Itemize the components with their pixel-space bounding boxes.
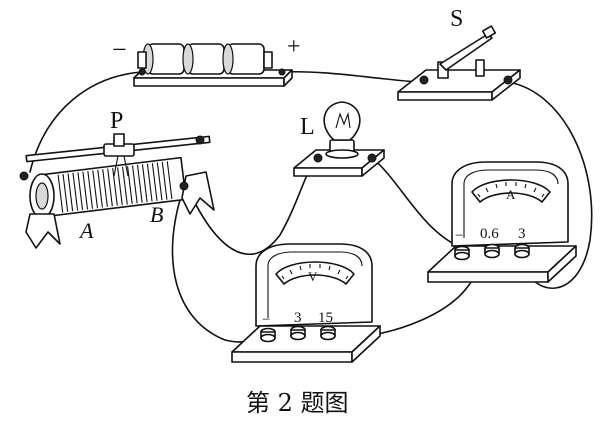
ammeter-terminal-0.6-label: 0.6	[480, 226, 499, 242]
wire-bulb-to-ammeter	[371, 157, 463, 249]
voltmeter-terminal	[290, 325, 306, 341]
voltmeter-dial-symbol: V	[308, 269, 318, 284]
rheostat	[19, 133, 215, 249]
voltmeter-terminal-3-label: 3	[294, 310, 302, 326]
switch-label: S	[450, 6, 463, 32]
ammeter-terminal	[484, 243, 500, 259]
wire-battery-to-switch	[281, 70, 421, 83]
battery	[133, 43, 293, 87]
voltmeter-terminal-15-label: 15	[318, 310, 333, 326]
battery-minus-label: −	[112, 35, 127, 64]
battery-cell	[222, 43, 265, 75]
voltmeter	[231, 243, 381, 363]
lamp	[293, 101, 385, 177]
battery-plus-label: +	[287, 34, 301, 60]
figure-caption: 第 2 题图	[246, 389, 349, 417]
voltmeter-terminal	[320, 325, 336, 341]
battery-cell	[182, 43, 225, 75]
rheostat-end-a-label: A	[78, 218, 94, 243]
ammeter-terminal	[454, 245, 470, 261]
voltmeter-terminal	[260, 327, 276, 343]
ammeter-dial-symbol: A	[506, 187, 516, 202]
wire-rheostat-to-voltmeter	[171, 189, 269, 343]
wire-battery-to-rheostat	[29, 71, 143, 173]
lamp-label: L	[300, 114, 315, 140]
ammeter	[427, 161, 577, 283]
rheostat-coil	[57, 161, 173, 213]
ammeter-terminal	[514, 243, 530, 259]
wire-switch-to-ammeter	[507, 81, 593, 289]
ammeter-terminal-3-label: 3	[518, 226, 526, 242]
rheostat-end-b-label: B	[150, 202, 163, 227]
ammeter-terminal-minus-label: −	[455, 228, 463, 244]
slider-label: P	[110, 108, 123, 134]
battery-cell	[142, 43, 185, 75]
switch	[397, 25, 521, 101]
rheostat-slider	[103, 133, 135, 177]
voltmeter-terminal-minus-label: −	[262, 312, 270, 328]
